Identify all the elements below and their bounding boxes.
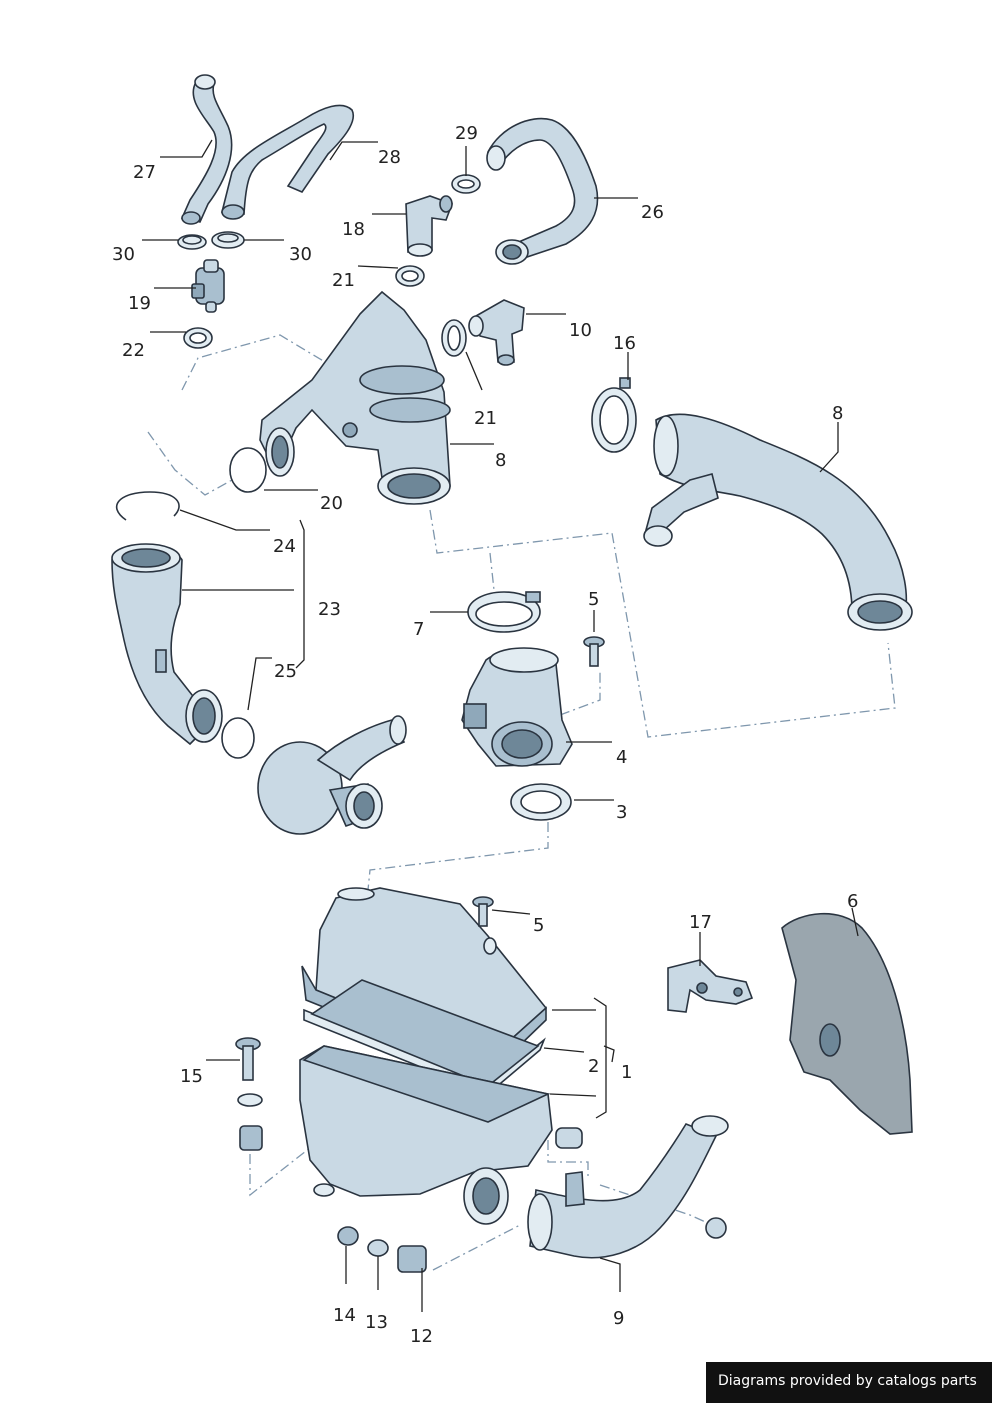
- callout-18: 18: [342, 219, 365, 240]
- hose-clamp-16: [591, 377, 637, 453]
- callout-17: 17: [689, 912, 712, 933]
- o-ring-20: [229, 447, 267, 493]
- callout-12: 12: [410, 1326, 433, 1347]
- callout-23: 23: [318, 599, 341, 620]
- callout-14: 14: [333, 1305, 356, 1326]
- turbocharger: [257, 715, 407, 835]
- seal-3: [510, 783, 572, 821]
- connector-10: [468, 299, 525, 366]
- hose-clamp-29: [451, 174, 481, 194]
- nut-14: [337, 1226, 359, 1246]
- hose-26: [486, 117, 599, 265]
- callout-25: 25: [274, 661, 297, 682]
- intake-connector-8-upper: [259, 290, 451, 505]
- hose-clamp-7: [467, 591, 541, 633]
- o-ring-25: [221, 717, 255, 759]
- hose-clamp-30-left: [177, 234, 207, 250]
- attribution-banner: Diagrams provided by catalogs parts: [706, 1362, 992, 1403]
- callout-1: 1: [621, 1062, 632, 1083]
- callout-labels: 27 28 29 26 18 30 30 21 19 22 10 16 21 8…: [112, 123, 858, 1347]
- callout-21-top: 21: [332, 270, 355, 291]
- callout-19: 19: [128, 293, 151, 314]
- callout-28: 28: [378, 147, 401, 168]
- intake-pipe-9: [527, 1115, 729, 1259]
- hose-27: [180, 74, 233, 225]
- callout-5-upper: 5: [588, 589, 599, 610]
- callout-5-lower: 5: [533, 915, 544, 936]
- callout-4: 4: [616, 747, 627, 768]
- callout-6: 6: [847, 891, 858, 912]
- assembly-link-lines: [147, 334, 896, 1271]
- heat-shield-6: [781, 912, 913, 1135]
- callout-30-right: 30: [289, 244, 312, 265]
- callout-24: 24: [273, 536, 296, 557]
- intake-pipe-23: [111, 543, 223, 746]
- callout-2: 2: [588, 1056, 599, 1077]
- callout-10: 10: [569, 320, 592, 341]
- callout-8-right: 8: [832, 403, 843, 424]
- callout-21-mid: 21: [474, 408, 497, 429]
- leader-lines: [142, 139, 859, 1312]
- hose-clamp-30-right: [211, 231, 245, 249]
- snap-ring-24: [115, 491, 180, 521]
- grommet-small: [555, 1127, 583, 1149]
- hose-clamp-22: [183, 327, 213, 349]
- hose-clamp-21-mid: [441, 319, 467, 357]
- callout-30-left: 30: [112, 244, 135, 265]
- bracket-17: [667, 959, 754, 1013]
- intake-hose-8-right: [643, 413, 913, 631]
- callout-20: 20: [320, 493, 343, 514]
- attribution-text: Diagrams provided by catalogs parts: [718, 1373, 977, 1389]
- spacer-13: [367, 1239, 389, 1257]
- hose-28: [220, 104, 355, 220]
- hose-clamp-21-top: [395, 265, 425, 287]
- callout-7: 7: [413, 619, 424, 640]
- callout-26: 26: [641, 202, 664, 223]
- callout-15: 15: [180, 1066, 203, 1087]
- bolt-15: [235, 1037, 263, 1151]
- callout-29: 29: [455, 123, 478, 144]
- valve-19: [191, 259, 225, 313]
- callout-16: 16: [613, 333, 636, 354]
- screw-5-lower: [472, 896, 494, 927]
- callout-27: 27: [133, 162, 156, 183]
- callout-8-upper: 8: [495, 450, 506, 471]
- callout-9: 9: [613, 1308, 624, 1329]
- connector-18: [405, 195, 454, 257]
- screw-5-upper: [583, 636, 605, 667]
- callout-3: 3: [616, 802, 627, 823]
- callout-13: 13: [365, 1312, 388, 1333]
- callout-22: 22: [122, 340, 145, 361]
- air-mass-meter-4: [461, 647, 573, 767]
- grommet-12: [397, 1245, 427, 1273]
- air-filter-lower-housing: [299, 1045, 553, 1225]
